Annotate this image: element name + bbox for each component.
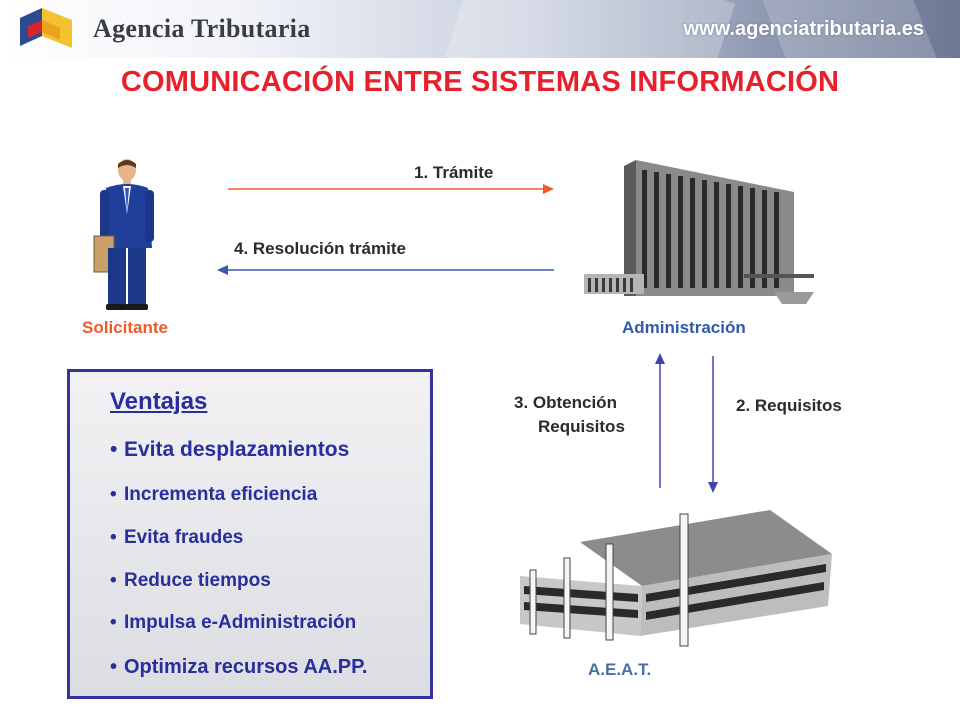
bullet-icon: • — [110, 484, 117, 505]
list-item: •Incrementa eficiencia — [110, 484, 318, 505]
arrow-tramite — [228, 184, 554, 194]
list-item: •Impulsa e-Administración — [110, 612, 357, 633]
agencia-tributaria-logo-icon — [20, 8, 72, 48]
list-item: •Evita fraudes — [110, 527, 244, 548]
arrow-requisitos-down — [708, 356, 718, 493]
edge-tramite-label: 1. Trámite — [414, 163, 494, 182]
node-aeat-label: A.E.A.T. — [588, 660, 652, 679]
person-icon — [93, 159, 154, 310]
brand-name: Agencia Tributaria — [93, 14, 311, 43]
edge-requisitos-label: 2. Requisitos — [736, 396, 842, 415]
bullet-icon: • — [110, 570, 117, 591]
list-item: •Optimiza recursos AA.PP. — [110, 656, 368, 678]
page-title: COMUNICACIÓN ENTRE SISTEMAS INFORMACIÓN — [120, 66, 840, 98]
list-item: •Evita desplazamientos — [110, 438, 350, 461]
bullet-icon: • — [110, 527, 117, 548]
node-solicitante-label: Solicitante — [82, 318, 168, 337]
ventajas-title: Ventajas — [110, 388, 208, 415]
edge-obtencion-label-line1: 3. Obtención — [514, 393, 617, 412]
administration-building-icon — [584, 160, 814, 304]
arrow-resolucion — [217, 265, 554, 275]
bullet-icon: • — [110, 438, 118, 461]
header-bar: Agencia Tributaria www.agenciatributaria… — [0, 0, 960, 58]
node-administracion-label: Administración — [622, 318, 746, 337]
bullet-icon: • — [110, 612, 117, 633]
site-url-link[interactable]: www.agenciatributaria.es — [683, 18, 924, 40]
bullet-icon: • — [110, 656, 118, 678]
edge-resolucion-label: 4. Resolución trámite — [234, 239, 406, 258]
list-item: •Reduce tiempos — [110, 570, 271, 591]
aeat-building-icon — [520, 510, 832, 647]
edge-obtencion-label-line2: Requisitos — [538, 417, 625, 436]
ventajas-box: Ventajas •Evita desplazamientos •Increme… — [67, 369, 433, 699]
arrow-obtencion-up — [655, 353, 665, 488]
